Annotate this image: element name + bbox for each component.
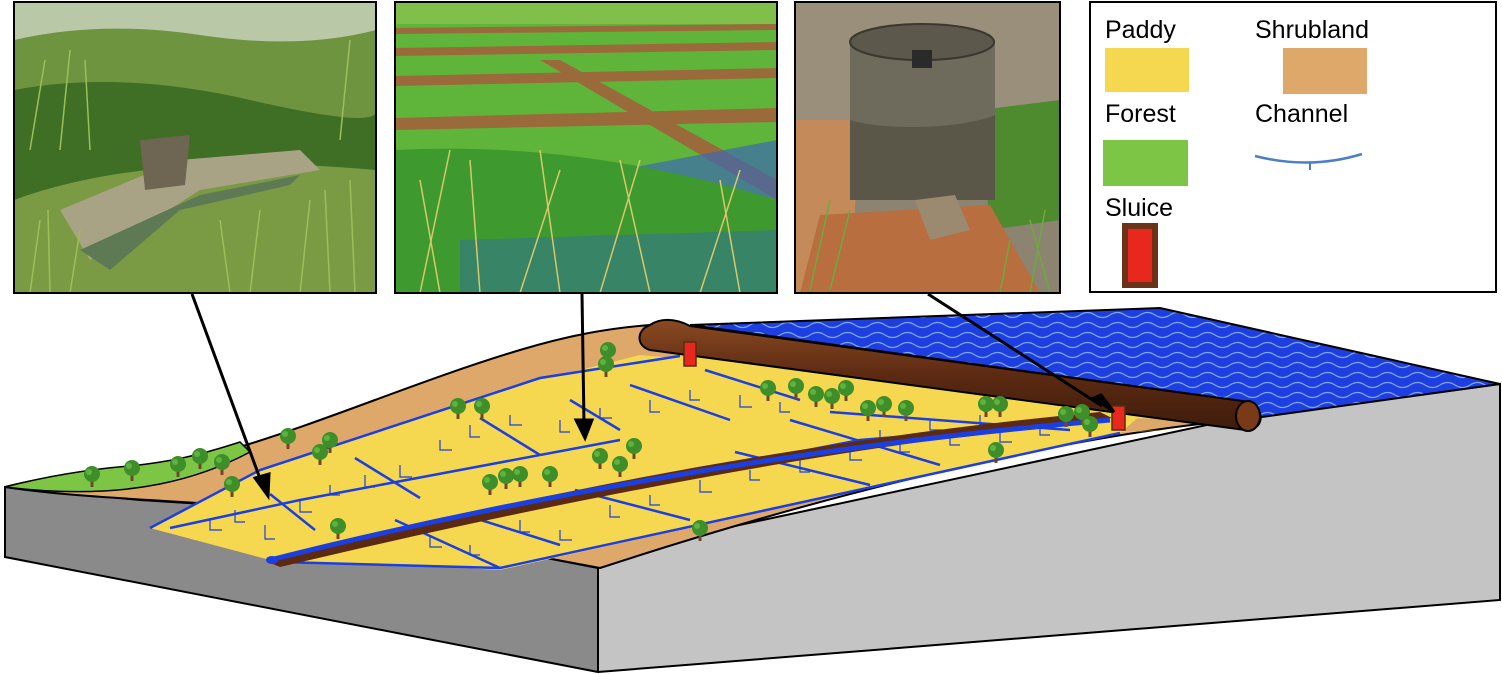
channel-outlet: [266, 556, 278, 564]
legend-label-forest: Forest: [1105, 100, 1176, 128]
legend-label-channel: Channel: [1255, 100, 1348, 128]
tank-bund-end: [1235, 400, 1261, 432]
pointer-arrows: [190, 292, 1116, 501]
sluice-upper: [683, 341, 697, 367]
legend-swatch-forest: [1103, 140, 1188, 186]
photo-irrigation-channel: [13, 1, 377, 294]
legend-label-sluice: Sluice: [1105, 194, 1173, 222]
legend-label-paddy: Paddy: [1105, 16, 1176, 44]
paddy-ditches: [209, 390, 1050, 556]
sluice-lower: [1111, 405, 1126, 431]
legend-swatch-paddy: [1105, 48, 1189, 92]
legend-label-shrubland: Shrubland: [1255, 16, 1369, 44]
main-channel-water: [269, 417, 1111, 563]
legend-box: Paddy Shrubland Forest Channel Sluice: [1089, 1, 1497, 293]
photo-sluice-tower: [794, 1, 1061, 294]
legend-swatch-shrubland: [1283, 48, 1367, 94]
photo-paddy-field: [394, 1, 778, 294]
paddy-main: [150, 355, 1140, 568]
